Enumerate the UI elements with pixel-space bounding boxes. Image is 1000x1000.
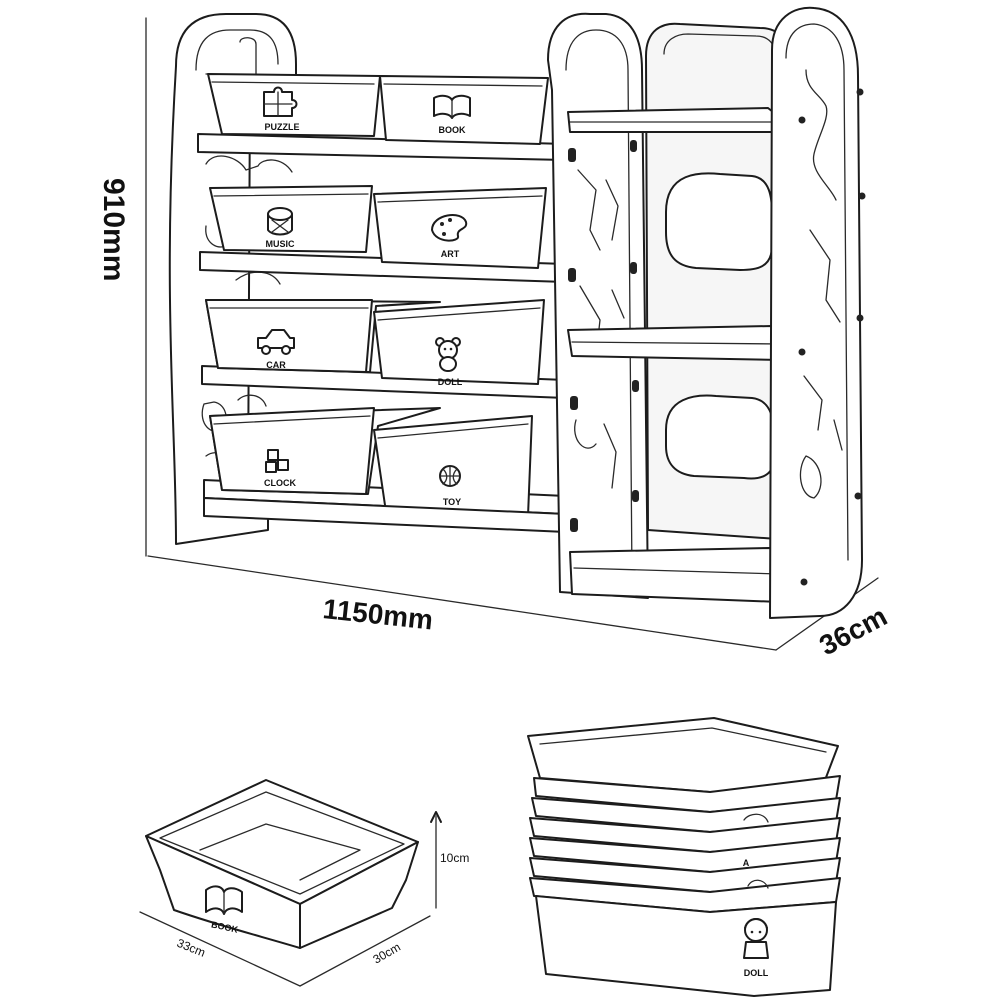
stacked-bins: A DOLL <box>527 717 841 997</box>
ball-icon <box>439 465 461 487</box>
single-bin-book-icon <box>205 885 243 915</box>
bin-label-puzzle: PUZZLE <box>265 122 300 132</box>
bin-toy[interactable]: TOY <box>373 415 533 517</box>
right-shelf-top <box>567 107 779 133</box>
single-bin: BOOK 33cm 30cm 10cm <box>139 779 469 987</box>
bin-label-clock: CLOCK <box>264 478 296 488</box>
shelf-unit: PUZZLE BOOK MUSIC <box>168 6 866 619</box>
palette-icon <box>431 214 468 242</box>
bin-art[interactable]: ART <box>373 187 547 269</box>
bin-depth-text: 30cm <box>371 940 403 967</box>
middle-panel <box>547 12 649 599</box>
bin-label-music: MUSIC <box>266 239 296 249</box>
book-icon <box>433 94 471 119</box>
puzzle-icon <box>263 86 298 117</box>
height-dimension: 910mm <box>97 17 147 557</box>
bin-width-text: 33cm <box>175 936 207 960</box>
bin-doll[interactable]: DOLL <box>373 299 545 387</box>
abc-blocks-icon <box>265 449 289 473</box>
bin-car[interactable]: CAR <box>205 299 441 373</box>
bin-book[interactable]: BOOK <box>379 75 549 145</box>
bin-label-car: CAR <box>266 360 286 370</box>
bin-clock[interactable]: CLOCK <box>209 407 441 495</box>
drum-icon <box>267 207 293 236</box>
bin-label-book: BOOK <box>439 125 467 135</box>
bin-height-text: 10cm <box>440 851 469 865</box>
bin-puzzle[interactable]: PUZZLE <box>207 73 381 137</box>
stack-letter: A <box>743 858 750 868</box>
stack-label: DOLL <box>744 968 769 978</box>
width-dimension-text: 1150mm <box>321 593 434 635</box>
right-shelf-bottom <box>569 547 781 603</box>
doll-icon <box>743 918 769 959</box>
car-icon <box>257 329 295 355</box>
height-dimension-text: 910mm <box>97 178 130 281</box>
bin-music[interactable]: MUSIC <box>209 185 373 253</box>
bin-label-art: ART <box>441 249 460 259</box>
bin-label-toy: TOY <box>443 497 461 507</box>
bear-icon <box>435 337 461 372</box>
bin-label-doll: DOLL <box>438 377 463 387</box>
right-side-panel <box>769 6 863 619</box>
